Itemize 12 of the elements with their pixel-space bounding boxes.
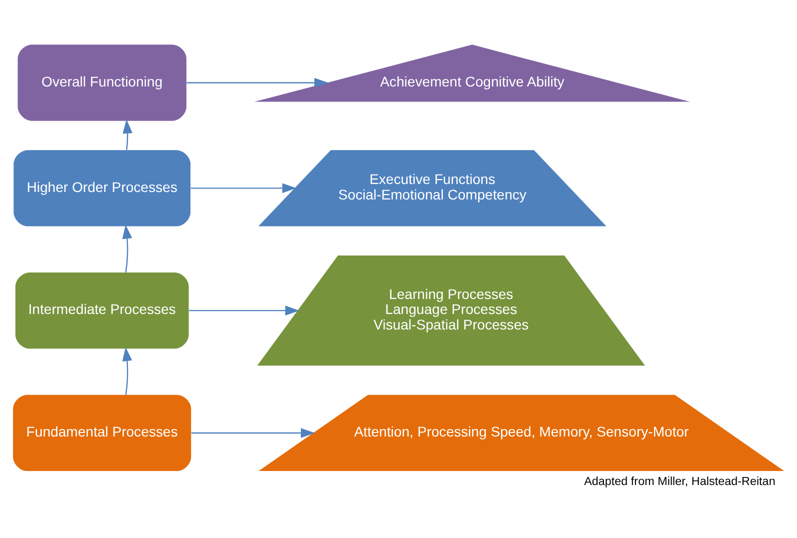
arrow [122,119,132,150]
arrow [122,224,132,272]
arrow [122,347,132,395]
arrow [190,183,296,194]
node-box: Higher Order Processes [14,150,190,226]
node-box: Fundamental Processes [13,394,192,472]
caption: Adapted from Miller, Halstead-Reitan [584,475,776,488]
arrow [188,306,300,316]
arrow [186,78,328,88]
node-box: Intermediate Processes [15,272,189,349]
arrow [191,428,315,438]
node-box: Overall Functioning [18,44,186,121]
